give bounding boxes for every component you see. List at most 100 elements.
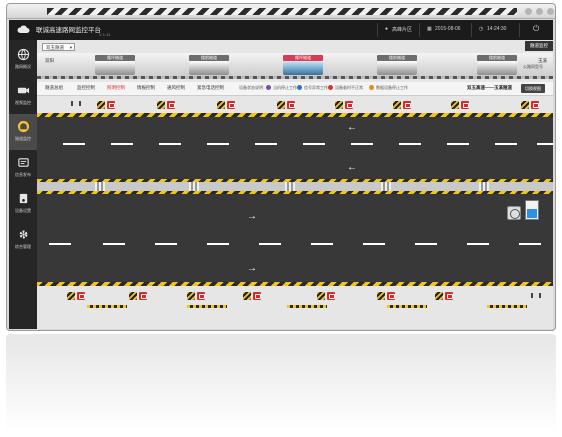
median-crossing — [285, 182, 295, 191]
lane-dash — [49, 243, 71, 245]
camera-device-icon[interactable] — [335, 101, 343, 109]
sidebar-item-overview[interactable]: 路网概况 — [9, 42, 37, 78]
sidebar-item-video[interactable]: 视频监控 — [9, 78, 37, 114]
calendar-icon: ▦ — [427, 26, 432, 32]
camera-device-icon[interactable] — [157, 101, 165, 109]
arrow-right-icon: → — [247, 263, 257, 274]
signal-device-icon[interactable] — [345, 101, 353, 109]
tunnel-select-value: 双玉隧道 — [46, 45, 64, 50]
signal-device-icon[interactable] — [445, 292, 453, 300]
app-version: V 1.11 — [99, 32, 111, 37]
tunnel-pipe[interactable] — [377, 61, 417, 75]
bottom-hatch — [387, 305, 427, 308]
signal-device-icon[interactable] — [107, 101, 115, 109]
signal-device-icon[interactable] — [531, 101, 539, 109]
camera-device-icon[interactable] — [97, 101, 105, 109]
camera-device-icon[interactable] — [129, 292, 137, 300]
signal-device-icon[interactable] — [197, 292, 205, 300]
sidebar-item-tunnel[interactable]: 隧道监控 — [9, 114, 37, 150]
chevron-down-icon: ▾ — [69, 45, 72, 50]
power-icon[interactable]: ⏻ — [533, 24, 540, 33]
lane-dash — [311, 243, 333, 245]
road-curb-top — [37, 113, 553, 117]
sidebar-item-broadcast[interactable]: 信息发布 — [9, 150, 37, 186]
signal-device-icon[interactable] — [139, 292, 147, 300]
arrow-left-icon: ← — [347, 122, 357, 133]
lane-dash — [259, 243, 281, 245]
header-location[interactable]: 高峰片区 — [392, 27, 413, 33]
camera-device-icon[interactable] — [217, 101, 225, 109]
tunnel-label: 楼前隧道 — [189, 55, 229, 61]
tunnel-select[interactable]: 双玉隧道 ▾ — [42, 43, 75, 51]
tab-tunnel-group[interactable]: 隧道总组 — [45, 85, 63, 90]
close-icon[interactable] — [547, 8, 554, 15]
lane-dash — [467, 243, 489, 245]
signal-device-icon[interactable] — [77, 292, 85, 300]
camera-device-icon[interactable] — [67, 292, 75, 300]
arrow-right-icon: → — [247, 211, 257, 222]
tunnel-end-right: 玉溪 — [538, 58, 547, 63]
tunnel-label-current: 隆坪隧道 — [283, 55, 323, 61]
signal-device-icon[interactable] — [167, 101, 175, 109]
legend-dot — [328, 85, 333, 90]
legend-text: 数据设备停止工作 — [376, 85, 408, 90]
camera-device-icon[interactable] — [377, 292, 385, 300]
tab-info[interactable]: 情报控制 — [137, 85, 155, 90]
signal-device-icon[interactable] — [327, 292, 335, 300]
water-tank-icon[interactable] — [525, 200, 539, 220]
app-header: 联诚高速路网监控平台 V 1.11 ● 高峰片区 ▦ 2015-08-06 ◷ … — [9, 20, 553, 40]
tab-emergency-phone[interactable]: 紧急电话控制 — [197, 85, 224, 90]
main-content: 双玉隧道 ▾ 隧道监控 双阳 玉溪 公路同型号 隆坪隧道 楼前隧道 隆坪隧道 楼… — [37, 40, 553, 329]
signal-device-icon[interactable] — [253, 292, 261, 300]
camera-device-icon[interactable] — [277, 101, 285, 109]
road-upper: ← ← — [37, 117, 553, 179]
camera-device-icon[interactable] — [317, 292, 325, 300]
tunnel-pipe[interactable] — [95, 61, 135, 75]
bottom-hatch — [487, 305, 527, 308]
lane-dash — [255, 143, 277, 145]
cloud-logo-icon — [17, 25, 30, 33]
camera-device-icon[interactable] — [521, 101, 529, 109]
sidebar-item-device[interactable]: 设备设置 — [9, 186, 37, 222]
tab-ventilation[interactable]: 通风控制 — [167, 85, 185, 90]
median-crossing — [95, 182, 105, 191]
sensor-pole-icon[interactable] — [71, 101, 81, 106]
lane-dash — [537, 143, 553, 145]
camera-device-icon[interactable] — [243, 292, 251, 300]
header-divider — [377, 23, 378, 37]
camera-device-icon[interactable] — [435, 292, 443, 300]
legend-dot — [369, 85, 374, 90]
sensor-pole-icon[interactable] — [531, 293, 541, 298]
median-crossing — [381, 182, 391, 191]
tunnel-icon — [17, 120, 29, 133]
legend-dot — [297, 85, 302, 90]
switch-view-button[interactable]: 切换视图 — [521, 84, 545, 93]
legend-text: 设备临时不正常 — [335, 85, 363, 90]
lane-dash — [111, 143, 133, 145]
signal-device-icon[interactable] — [387, 292, 395, 300]
camera-device-icon[interactable] — [451, 101, 459, 109]
fan-device-icon[interactable] — [507, 206, 521, 220]
bottom-hatch — [87, 305, 127, 308]
minimize-icon[interactable] — [525, 8, 532, 15]
camera-device-icon[interactable] — [393, 101, 401, 109]
sidebar-item-management[interactable]: 综合管理 — [9, 222, 37, 258]
sidebar-item-label: 路网概况 — [15, 64, 31, 69]
signal-device-icon[interactable] — [287, 101, 295, 109]
tab-monitor[interactable]: 监控控制 — [77, 85, 95, 90]
window-chrome — [7, 4, 555, 19]
tab-lighting[interactable]: 照明控制 — [107, 85, 125, 90]
header-divider — [519, 23, 520, 37]
tunnel-pipe-current[interactable] — [283, 61, 323, 75]
tunnel-pipe[interactable] — [189, 61, 229, 75]
signal-device-icon[interactable] — [403, 101, 411, 109]
window-reflection — [6, 334, 556, 434]
camera-device-icon[interactable] — [187, 292, 195, 300]
maximize-icon[interactable] — [536, 8, 543, 15]
median-curb — [37, 191, 553, 194]
tunnel-pipe[interactable] — [477, 61, 517, 75]
signal-device-icon[interactable] — [227, 101, 235, 109]
control-tabs: 隧道总组 监控控制 照明控制 情报控制 通风控制 紧急电话控制 设备状态说明： … — [37, 82, 553, 96]
median-curb — [37, 179, 553, 182]
signal-device-icon[interactable] — [461, 101, 469, 109]
